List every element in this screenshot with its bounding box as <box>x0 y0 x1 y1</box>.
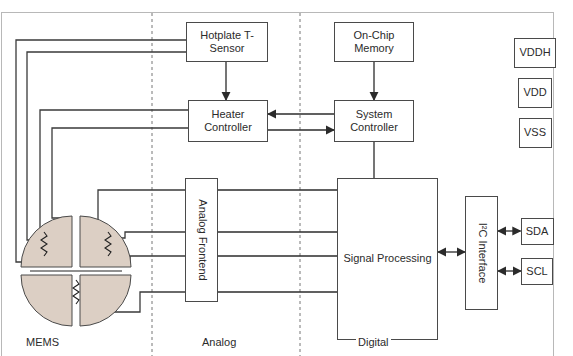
sensor-box: Hotplate T-Sensor <box>186 22 268 62</box>
housing-outline <box>2 13 554 356</box>
signal-connector <box>498 270 521 271</box>
signal-connector <box>218 291 337 292</box>
controller-box: System Controller <box>334 100 414 142</box>
signal-connector <box>373 142 374 178</box>
frontend-box: Analog Frontend <box>185 178 218 302</box>
region-divider <box>300 13 301 356</box>
region-label: Digital <box>356 336 391 348</box>
bus-pin: SDA <box>521 218 554 245</box>
signal-connector <box>438 251 465 252</box>
region-divider <box>152 13 153 356</box>
signal-connector <box>268 129 334 130</box>
processing-box: Signal Processing <box>337 178 438 340</box>
node-text: Signal Processing <box>343 252 431 265</box>
node-text: Heater Controller <box>189 108 267 134</box>
node-text: SCL <box>526 265 547 278</box>
resistor-symbol <box>30 232 122 304</box>
node-text: SDA <box>526 225 549 238</box>
signal-connector <box>268 113 334 114</box>
supply-pin: VDDH <box>514 38 556 68</box>
node-text: VDD <box>523 86 546 99</box>
mems-hotplate <box>21 216 131 326</box>
node-text: VSS <box>524 126 546 139</box>
signal-connector <box>225 62 226 100</box>
controller-box: Heater Controller <box>188 100 268 142</box>
region-label: MEMS <box>24 336 61 348</box>
supply-pin: VDD <box>518 78 552 108</box>
signal-connector <box>218 231 337 232</box>
signal-connector <box>218 189 337 190</box>
bus-pin: SCL <box>521 258 553 285</box>
signal-connector <box>373 62 374 100</box>
signal-connector <box>498 230 521 231</box>
node-text: VDDH <box>519 46 550 59</box>
interface-box: I²C Interface <box>465 196 498 310</box>
node-text: Analog Frontend <box>195 199 208 280</box>
node-text: On-Chip Memory <box>335 29 413 55</box>
signal-connector <box>218 255 337 256</box>
node-text: I²C Interface <box>475 223 488 284</box>
node-text: System Controller <box>335 108 413 134</box>
region-label: Analog <box>200 336 238 348</box>
supply-pin: VSS <box>519 118 552 148</box>
node-text: Hotplate T-Sensor <box>187 29 267 55</box>
mems-wires <box>16 40 192 312</box>
memory-box: On-Chip Memory <box>334 22 414 62</box>
